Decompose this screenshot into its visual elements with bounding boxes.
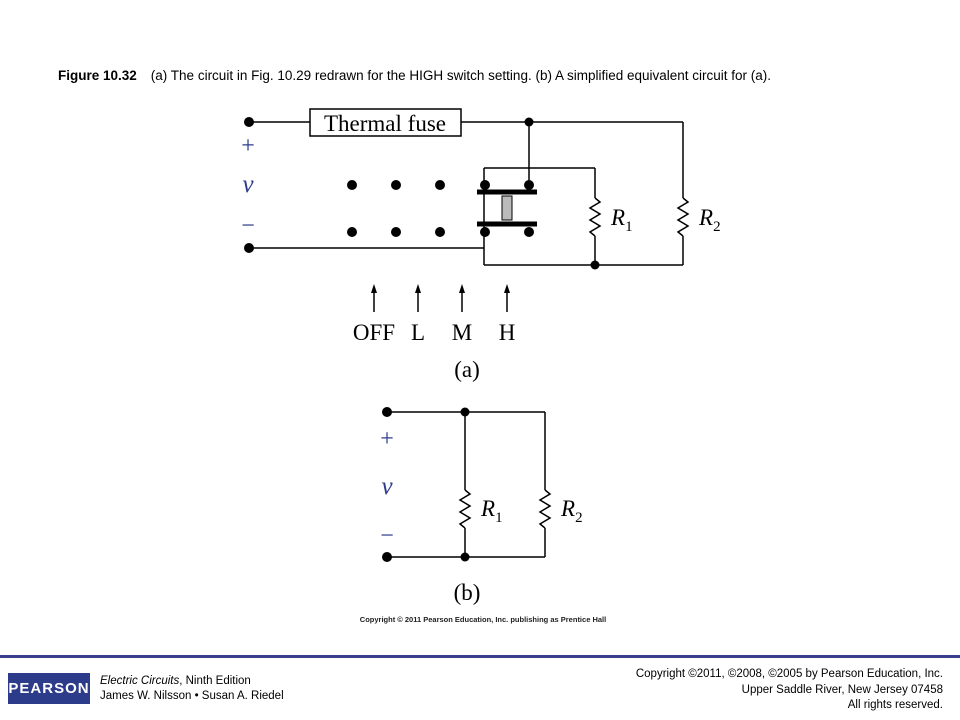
image-copyright: Copyright © 2011 Pearson Education, Inc.…: [359, 615, 607, 624]
switch-arrows: [371, 284, 510, 312]
book-title-line: Electric Circuits, Ninth Edition: [100, 674, 284, 689]
polarity-plus-b: +: [380, 426, 394, 452]
panel-label-a: (a): [454, 357, 480, 382]
figure-number: Figure 10.32: [58, 68, 137, 83]
resistor-label-r1-a: R1: [610, 205, 633, 235]
book-authors: James W. Nilsson • Susan A. Riedel: [100, 690, 284, 702]
switch-label-off: OFF: [353, 320, 395, 345]
switch-insulator: [501, 195, 513, 221]
thermal-fuse-box: [309, 108, 462, 137]
resistor-a-r2: [676, 197, 690, 237]
resistor-label-r1-b: R1: [480, 496, 503, 526]
terminal-b-top: [382, 407, 392, 417]
circuit-a-labels: Thermal fuse + v − R1 R2 OFF L M H (a): [241, 111, 720, 382]
book-info: Electric Circuits, Ninth Edition James W…: [100, 674, 284, 704]
book-title: Electric Circuits: [100, 675, 180, 687]
switch-label-high: H: [499, 320, 516, 345]
switch-label-medium: M: [452, 320, 472, 345]
circuit-diagrams: Thermal fuse + v − R1 R2 OFF L M H (a) +…: [241, 108, 721, 605]
circuit-b: [387, 411, 552, 558]
node-a-top: [524, 117, 534, 127]
copyright-line-2: Upper Saddle River, New Jersey 07458: [741, 683, 943, 696]
pearson-logo: PEARSON: [8, 673, 90, 704]
resistor-b-r2: [538, 489, 552, 529]
copyright-notice: Copyright ©2011, ©2008, ©2005 by Pearson…: [636, 667, 943, 714]
resistor-a-r1: [588, 197, 602, 237]
node-b-bottom: [460, 552, 470, 562]
polarity-minus-a: −: [241, 213, 255, 239]
terminal-b-bottom: [382, 552, 392, 562]
resistor-label-r2-a: R2: [698, 205, 721, 235]
voltage-label-a: v: [242, 171, 254, 198]
thermal-fuse-label: Thermal fuse: [324, 111, 446, 136]
terminal-a-bottom: [244, 243, 254, 253]
node-b-top: [460, 407, 470, 417]
voltage-label-b: v: [381, 473, 393, 500]
figure-caption: Figure 10.32 (a) The circuit in Fig. 10.2…: [58, 68, 771, 83]
circuit-b-labels: + v − R1 R2 (b): [380, 426, 582, 605]
circuit-a-dots: [244, 117, 600, 270]
switch-label-low: L: [411, 320, 425, 345]
circuit-b-dots: [382, 407, 470, 562]
node-a-bottom: [590, 260, 600, 270]
terminal-a-top: [244, 117, 254, 127]
circuit-a: [249, 108, 690, 312]
panel-label-b: (b): [454, 580, 481, 605]
caption-text: (a) The circuit in Fig. 10.29 redrawn fo…: [150, 68, 772, 83]
polarity-minus-b: −: [380, 523, 394, 549]
resistor-label-r2-b: R2: [560, 496, 583, 526]
copyright-line-1: Copyright ©2011, ©2008, ©2005 by Pearson…: [635, 668, 943, 680]
copyright-line-3: All rights reserved.: [847, 699, 943, 711]
resistor-b-r1: [458, 489, 472, 529]
polarity-plus-a: +: [241, 133, 255, 159]
book-edition: , Ninth Edition: [179, 675, 251, 687]
footer-divider: [0, 655, 960, 658]
